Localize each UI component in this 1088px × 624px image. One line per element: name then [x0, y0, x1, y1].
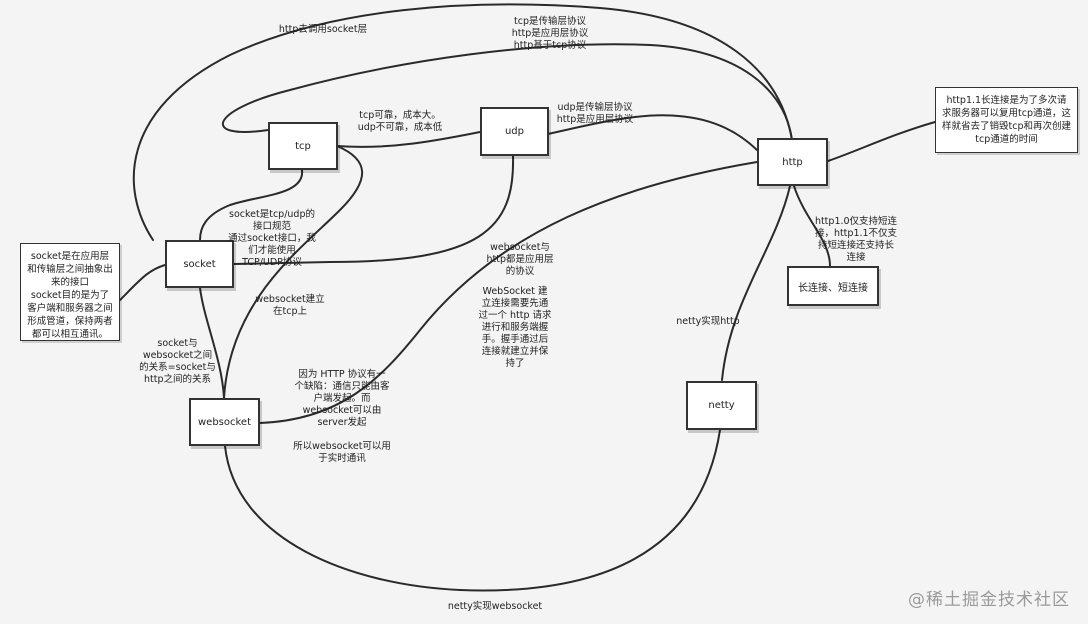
- edge-websocket-netty: [224, 429, 721, 592]
- edge-socket-note: [119, 264, 166, 301]
- node-websocket[interactable]: websocket: [189, 398, 260, 446]
- node-netty[interactable]: netty: [686, 381, 757, 430]
- label-ws-http-app: websocket与 http都是应用层 的协议: [486, 242, 554, 277]
- edge-udp-http: [547, 114, 758, 151]
- edge-websocket-http: [259, 161, 758, 424]
- edge-http-longshort: [793, 185, 831, 267]
- edge-tcp-udp: [336, 131, 481, 148]
- label-ws-on-tcp: websocket建立 在tcp上: [255, 294, 325, 317]
- edge-udp-socket: [233, 155, 515, 265]
- edge-tcp-websocket: [223, 145, 364, 399]
- edge-socket-http-outer: [132, 3, 793, 241]
- node-long-short[interactable]: 长连接、短连接: [787, 266, 879, 306]
- node-tcp[interactable]: tcp: [268, 122, 338, 170]
- label-http-versions: http1.0仅支持短连 接，http1.1不仅支 持短连接还支持长 连接: [814, 216, 898, 263]
- edge-http-note: [827, 121, 936, 162]
- label-http-defect: 因为 HTTP 协议有一 个缺陷：通信只能由客 户端发起。而 websocket…: [293, 369, 391, 464]
- label-netty-websocket: netty实现websocket: [447, 601, 543, 612]
- edge-tcp-http-inner: [221, 43, 793, 141]
- http-note[interactable]: http1.1长连接是为了多次请求服务器可以复用tcp通道，这样就省去了销毁tc…: [935, 87, 1078, 153]
- label-socket-spec: socket是tcp/udp的 接口规范 通过socket接口，我 们才能使用 …: [228, 209, 316, 268]
- label-tcp-udp: tcp可靠，成本大。 udp不可靠，成本低: [357, 110, 443, 133]
- node-socket[interactable]: socket: [165, 240, 234, 288]
- label-ws-handshake: WebSocket 建 立连接需要先通 过一个 http 请求 进行和服务端握 …: [478, 286, 552, 369]
- label-socket-ws-relation: socket与 websocket之间 的关系=socket与 http之间的关…: [139, 338, 216, 385]
- watermark: @稀土掘金技术社区: [908, 590, 1070, 610]
- label-http-socket: http去调用socket层: [278, 24, 368, 35]
- edge-http-netty: [721, 185, 791, 381]
- node-udp[interactable]: udp: [480, 107, 549, 156]
- label-proto-top: tcp是传输层协议 http是应用层协议 http基于tcp协议: [511, 16, 589, 51]
- node-http[interactable]: http: [757, 138, 828, 186]
- label-udp-http: udp是传输层协议 http是应用层协议: [556, 102, 634, 125]
- socket-note[interactable]: socket是在应用层和传输层之间抽象出来的接口 socket目的是为了客户端和…: [20, 243, 120, 341]
- edge-socket-websocket: [199, 287, 225, 399]
- label-netty-http: netty实现http: [676, 316, 740, 327]
- edge-tcp-socket: [199, 169, 304, 241]
